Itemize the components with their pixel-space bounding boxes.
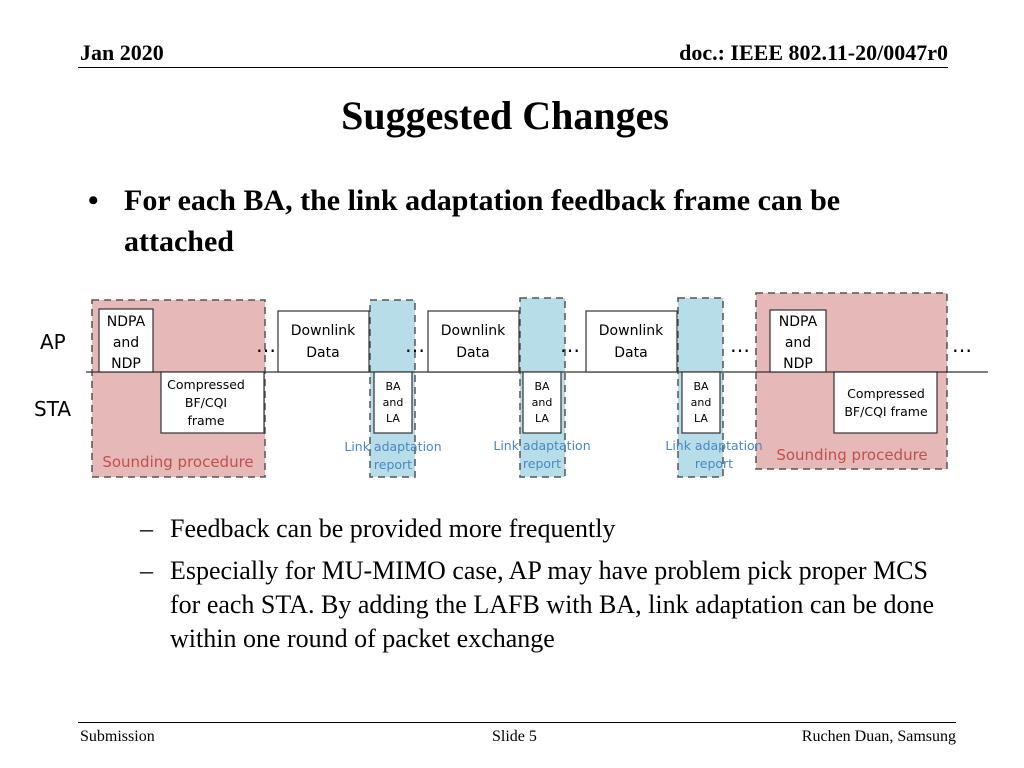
svg-text:report: report: [374, 457, 412, 472]
compressed-bf-frame-right: Compressed BF/CQI frame: [833, 371, 938, 434]
sub-bullet-1: – Feedback can be provided more frequent…: [140, 512, 960, 546]
link-adaptation-diagram: AP STA NDPA and NDP NDPA and NDP Downlin…: [34, 292, 988, 478]
slide-title: Suggested Changes: [341, 93, 669, 138]
svg-text:NDP: NDP: [111, 356, 141, 372]
svg-text:Compressed: Compressed: [847, 386, 925, 401]
sub-bullet-dash: –: [140, 556, 153, 585]
svg-text:NDP: NDP: [783, 356, 813, 372]
svg-text:Compressed: Compressed: [167, 377, 245, 392]
footer-slide-number: Slide 5: [492, 728, 537, 745]
svg-text:report: report: [523, 456, 561, 471]
svg-text:NDPA: NDPA: [107, 314, 146, 330]
ap-label: AP: [40, 330, 66, 354]
header-rule: [78, 67, 948, 68]
sub-bullet-text: Especially for MU-MIMO case, AP may have…: [170, 556, 935, 653]
ellipsis-3: …: [560, 333, 580, 357]
svg-text:and: and: [383, 396, 404, 409]
svg-text:Link adaptation: Link adaptation: [344, 439, 441, 454]
svg-text:BA: BA: [693, 380, 709, 393]
sub-bullet-text: Feedback can be provided more frequently: [170, 514, 616, 543]
ellipsis-1: …: [256, 333, 276, 357]
svg-text:report: report: [695, 456, 733, 471]
sounding-procedure-label-right: Sounding procedure: [776, 446, 927, 464]
svg-text:frame: frame: [187, 413, 224, 428]
svg-text:Data: Data: [306, 345, 339, 361]
sta-label: STA: [34, 397, 71, 421]
svg-text:Link adaptation: Link adaptation: [665, 438, 762, 453]
ndpa-box-left: NDPA and NDP: [98, 308, 154, 373]
main-bullet: • For each BA, the link adaptation feedb…: [88, 180, 840, 258]
svg-text:LA: LA: [694, 412, 708, 425]
downlink-data-box-1: Downlink Data: [277, 310, 370, 373]
svg-text:Downlink: Downlink: [599, 323, 664, 339]
link-adaptation-report-label-1: Link adaptation report: [344, 439, 441, 472]
svg-text:Data: Data: [614, 345, 647, 361]
compressed-bf-frame-left: Compressed BF/CQI frame: [160, 371, 265, 434]
ellipsis-5: …: [952, 333, 972, 357]
svg-text:and: and: [532, 396, 553, 409]
ba-la-box-3: BA and LA: [681, 371, 721, 434]
svg-text:LA: LA: [535, 412, 549, 425]
svg-text:BA: BA: [385, 380, 401, 393]
svg-text:BF/CQI frame: BF/CQI frame: [844, 404, 928, 419]
svg-text:and: and: [785, 335, 811, 351]
svg-text:Downlink: Downlink: [441, 323, 506, 339]
header-doc-id: doc.: IEEE 802.11-20/0047r0: [679, 40, 948, 65]
footer-submission: Submission: [80, 728, 155, 745]
ba-la-box-1: BA and LA: [373, 371, 413, 434]
svg-text:LA: LA: [386, 412, 400, 425]
footer-author: Ruchen Duan, Samsung: [801, 728, 956, 745]
svg-text:BA: BA: [534, 380, 550, 393]
footer-rule: [78, 722, 956, 723]
link-adaptation-report-label-3: Link adaptation report: [665, 438, 762, 471]
ndpa-box-right: NDPA and NDP: [769, 309, 827, 373]
svg-text:and: and: [691, 396, 712, 409]
svg-text:Data: Data: [456, 345, 489, 361]
svg-text:BF/CQI: BF/CQI: [185, 395, 227, 410]
downlink-data-box-2: Downlink Data: [427, 310, 520, 373]
svg-text:and: and: [113, 335, 139, 351]
ellipsis-2: …: [405, 333, 425, 357]
svg-text:Downlink: Downlink: [291, 323, 356, 339]
bullet-dot: •: [88, 184, 99, 217]
svg-text:NDPA: NDPA: [779, 314, 818, 330]
sub-bullet-dash: –: [140, 514, 153, 543]
header-date: Jan 2020: [80, 40, 164, 65]
main-bullet-text: For each BA, the link adaptation feedbac…: [124, 184, 841, 258]
sub-bullet-2: – Especially for MU-MIMO case, AP may ha…: [140, 554, 960, 664]
svg-text:Link adaptation: Link adaptation: [493, 438, 590, 453]
sounding-procedure-label-left: Sounding procedure: [102, 453, 253, 471]
link-adaptation-report-label-2: Link adaptation report: [493, 438, 590, 471]
ellipsis-4: …: [730, 333, 750, 357]
ba-la-box-2: BA and LA: [522, 371, 562, 434]
downlink-data-box-3: Downlink Data: [585, 310, 678, 373]
